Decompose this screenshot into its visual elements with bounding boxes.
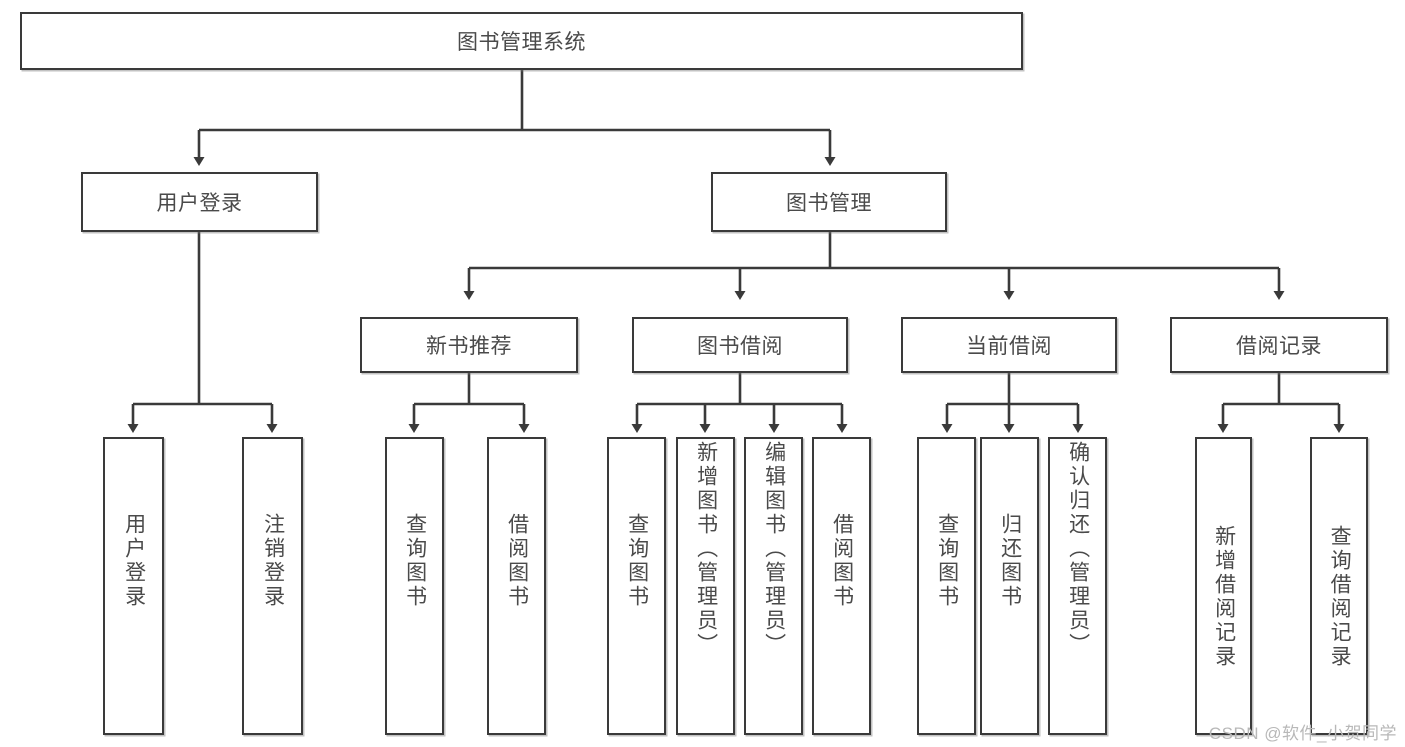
node-leaf-edit-book-label: 编辑图书（管理员） xyxy=(762,441,786,657)
node-user-login[interactable]: 用户登录 xyxy=(81,172,318,232)
node-user-login-label: 用户登录 xyxy=(156,192,243,215)
node-leaf-return-book-label: 归还图书 xyxy=(998,513,1022,609)
node-leaf-query-book-1-label: 查询图书 xyxy=(403,513,427,609)
node-leaf-query-book-2[interactable]: 查询图书 xyxy=(607,437,666,735)
node-leaf-query-record-label: 查询借阅记录 xyxy=(1328,525,1352,669)
node-leaf-confirm-return[interactable]: 确认归还（管理员） xyxy=(1048,437,1107,735)
node-root-label: 图书管理系统 xyxy=(457,31,586,54)
node-borrow-record[interactable]: 借阅记录 xyxy=(1170,317,1388,373)
node-book-borrow[interactable]: 图书借阅 xyxy=(632,317,848,373)
node-root[interactable]: 图书管理系统 xyxy=(20,12,1023,70)
node-leaf-borrow-book-2[interactable]: 借阅图书 xyxy=(812,437,871,735)
node-leaf-user-login-label: 用户登录 xyxy=(122,513,146,609)
node-leaf-query-book-2-label: 查询图书 xyxy=(625,513,649,609)
node-current-borrow[interactable]: 当前借阅 xyxy=(901,317,1117,373)
node-book-management[interactable]: 图书管理 xyxy=(711,172,947,232)
node-leaf-add-record-label: 新增借阅记录 xyxy=(1212,525,1236,669)
node-new-book-recommend[interactable]: 新书推荐 xyxy=(360,317,578,373)
node-leaf-add-book-label: 新增图书（管理员） xyxy=(694,441,718,657)
node-leaf-borrow-book-1[interactable]: 借阅图书 xyxy=(487,437,546,735)
node-book-borrow-label: 图书借阅 xyxy=(697,335,783,358)
node-book-management-label: 图书管理 xyxy=(786,192,872,215)
node-leaf-confirm-return-label: 确认归还（管理员） xyxy=(1066,441,1090,657)
node-leaf-add-book[interactable]: 新增图书（管理员） xyxy=(676,437,735,735)
node-current-borrow-label: 当前借阅 xyxy=(966,335,1052,358)
node-leaf-user-login[interactable]: 用户登录 xyxy=(103,437,164,735)
watermark: CSDN @软件_小贺同学 xyxy=(1208,724,1397,743)
node-leaf-query-record[interactable]: 查询借阅记录 xyxy=(1310,437,1368,735)
node-leaf-query-book-1[interactable]: 查询图书 xyxy=(385,437,444,735)
node-borrow-record-label: 借阅记录 xyxy=(1236,335,1322,358)
node-new-book-recommend-label: 新书推荐 xyxy=(426,335,512,358)
node-leaf-logout[interactable]: 注销登录 xyxy=(242,437,303,735)
node-leaf-borrow-book-1-label: 借阅图书 xyxy=(505,513,529,609)
node-leaf-return-book[interactable]: 归还图书 xyxy=(980,437,1039,735)
node-leaf-query-book-3[interactable]: 查询图书 xyxy=(917,437,976,735)
node-leaf-add-record[interactable]: 新增借阅记录 xyxy=(1195,437,1252,735)
node-leaf-query-book-3-label: 查询图书 xyxy=(935,513,959,609)
node-leaf-borrow-book-2-label: 借阅图书 xyxy=(830,513,854,609)
node-leaf-logout-label: 注销登录 xyxy=(261,513,285,609)
node-leaf-edit-book[interactable]: 编辑图书（管理员） xyxy=(744,437,803,735)
